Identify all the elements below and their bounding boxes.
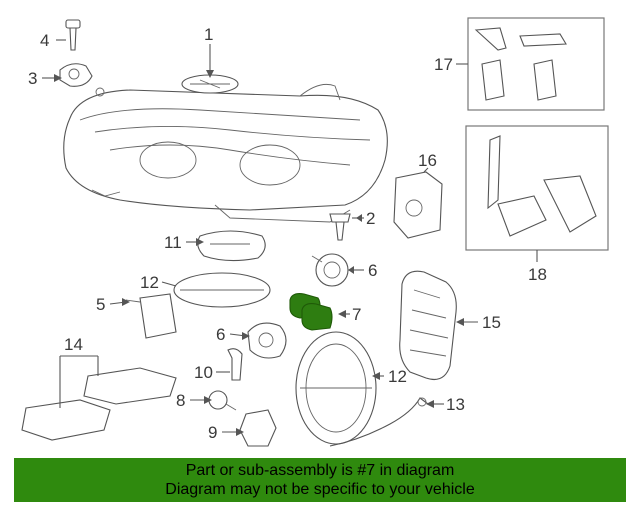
bulb-part-6-lower xyxy=(247,322,287,359)
callout-11: 11 xyxy=(164,233,182,252)
callout-5: 5 xyxy=(96,295,105,314)
callout-14: 14 xyxy=(64,335,83,354)
callout-9: 9 xyxy=(208,423,217,442)
callout-2: 2 xyxy=(366,209,375,228)
bulb-socket-part-6-upper xyxy=(311,253,349,287)
brackets-box-part-17 xyxy=(467,17,605,111)
callout-17: 17 xyxy=(434,55,453,74)
headlamp-assembly xyxy=(63,74,388,223)
socket-part-9 xyxy=(239,409,277,447)
callout-7: 7 xyxy=(352,305,361,324)
screw-part-2 xyxy=(329,213,351,241)
banner-line-2: Diagram may not be specific to your vehi… xyxy=(165,481,475,498)
module-part-16 xyxy=(393,171,443,239)
brackets-box-part-18 xyxy=(465,125,609,251)
callout-12-upper: 12 xyxy=(140,273,159,292)
hose-part-10 xyxy=(227,348,243,381)
callout-4: 4 xyxy=(40,31,49,50)
callout-6-lower: 6 xyxy=(216,325,225,344)
callout-13: 13 xyxy=(446,395,465,414)
small-bulb-part-8 xyxy=(208,390,237,411)
housing-part-15 xyxy=(399,270,457,381)
control-module-part-5 xyxy=(125,293,177,339)
highlighted-part-7 xyxy=(289,293,333,331)
banner-line-1: Part or sub-assembly is #7 in diagram xyxy=(185,462,455,479)
callout-15: 15 xyxy=(482,313,501,332)
cable-part-13 xyxy=(329,397,429,447)
callout-10: 10 xyxy=(194,363,213,382)
mount-part-3 xyxy=(59,63,93,87)
round-cover-part-12-lower xyxy=(295,331,377,445)
leader-lines xyxy=(42,39,538,433)
info-banner: Part or sub-assembly is #7 in diagram Di… xyxy=(14,458,626,502)
callout-16: 16 xyxy=(418,151,437,170)
reflector-part-11 xyxy=(197,230,266,262)
arrowheads xyxy=(54,70,464,436)
callout-18: 18 xyxy=(528,265,547,284)
lens-part-12-upper xyxy=(173,272,271,308)
bolt-part-4 xyxy=(65,19,81,51)
callout-6-upper: 6 xyxy=(368,261,377,280)
callout-3: 3 xyxy=(28,69,37,88)
callout-1: 1 xyxy=(204,25,213,44)
led-modules-part-14 xyxy=(21,367,177,441)
callout-8: 8 xyxy=(176,391,185,410)
callout-12-lower: 12 xyxy=(388,367,407,386)
